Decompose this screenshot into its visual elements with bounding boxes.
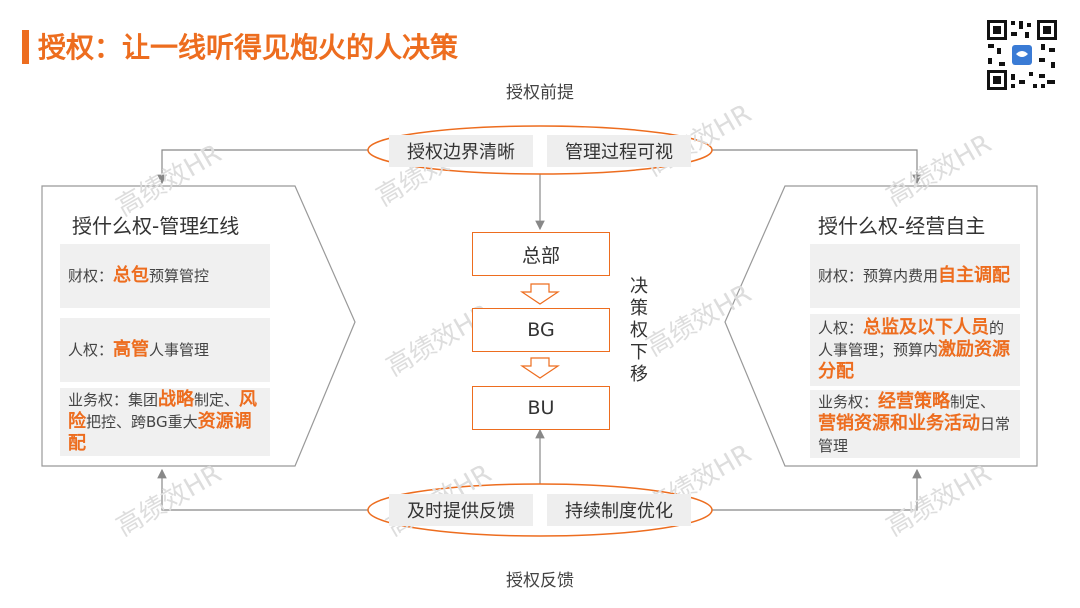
left-box-business: 业务权：集团战略制定、风险把控、跨BG重大资源调配: [60, 388, 270, 456]
node-bu: BU: [472, 386, 610, 430]
right-box-hr: 人权：总监及以下人员的人事管理；预算内激励资源分配: [810, 314, 1020, 386]
node-hq: 总部: [472, 232, 610, 276]
pill-optimize: 持续制度优化: [547, 494, 691, 526]
page-title: 授权：让一线听得见炮火的人决策: [38, 31, 459, 64]
vertical-label: 决 策 权 下 移: [630, 276, 648, 385]
left-box-hr: 人权：高管人事管理: [60, 318, 270, 382]
qr-code-icon: [985, 18, 1059, 92]
right-box-finance: 财权：预算内费用自主调配: [810, 244, 1020, 308]
pill-boundary: 授权边界清晰: [389, 135, 533, 167]
left-box-finance: 财权：总包预算管控: [60, 244, 270, 308]
pill-feedback: 及时提供反馈: [389, 494, 533, 526]
node-bg: BG: [472, 308, 610, 352]
left-panel-title: 授什么权-管理红线: [72, 214, 240, 238]
title-accent-bar: [22, 30, 29, 64]
right-box-business: 业务权：经营策略制定、营销资源和业务活动日常管理: [810, 390, 1020, 458]
right-panel-title: 授什么权-经营自主: [818, 214, 986, 238]
bottom-label: 授权反馈: [506, 571, 574, 591]
top-label: 授权前提: [506, 83, 574, 103]
pill-visibility: 管理过程可视: [547, 135, 691, 167]
